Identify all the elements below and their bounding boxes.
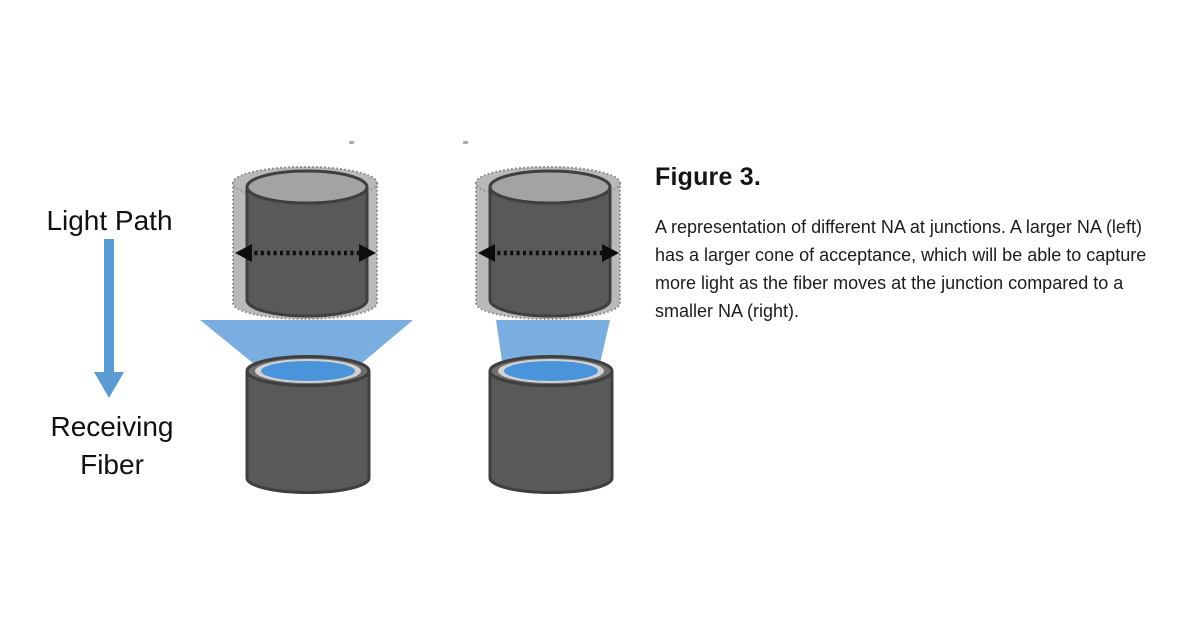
- receiving-fiber-cylinder: [245, 355, 371, 494]
- receiving-fiber-cylinder: [488, 355, 614, 494]
- stray-mark: [349, 141, 354, 144]
- figure-caption: Figure 3. A representation of different …: [655, 163, 1175, 325]
- acceptance-cone-narrow: [496, 320, 610, 368]
- transmit-fiber-cylinder: [245, 169, 369, 318]
- fiber-junction-diagram-small-na: [475, 166, 621, 494]
- light-path-label: Light Path: [46, 205, 173, 236]
- down-arrow-head: [94, 372, 124, 398]
- figure-title: Figure 3.: [655, 163, 761, 191]
- fiber-core-lit: [261, 361, 355, 381]
- fiber-junction-diagram-large-na: [200, 166, 413, 494]
- receiving-fiber-label: Receiving Fiber: [50, 411, 174, 480]
- fiber-core-lit: [504, 361, 598, 381]
- transmit-fiber-end-face: [488, 169, 612, 205]
- figure-description: A representation of different NA at junc…: [655, 217, 1147, 321]
- acceptance-cone-wide: [200, 320, 413, 368]
- down-arrow-shaft: [104, 239, 114, 373]
- transmit-fiber-end-face: [245, 169, 369, 205]
- down-arrow-icon: [94, 239, 124, 398]
- double-headed-dotted-arrow-icon: [478, 244, 619, 262]
- transmit-fiber-cylinder: [488, 169, 612, 318]
- double-headed-dotted-arrow-icon: [235, 244, 376, 262]
- stray-mark: [463, 141, 468, 144]
